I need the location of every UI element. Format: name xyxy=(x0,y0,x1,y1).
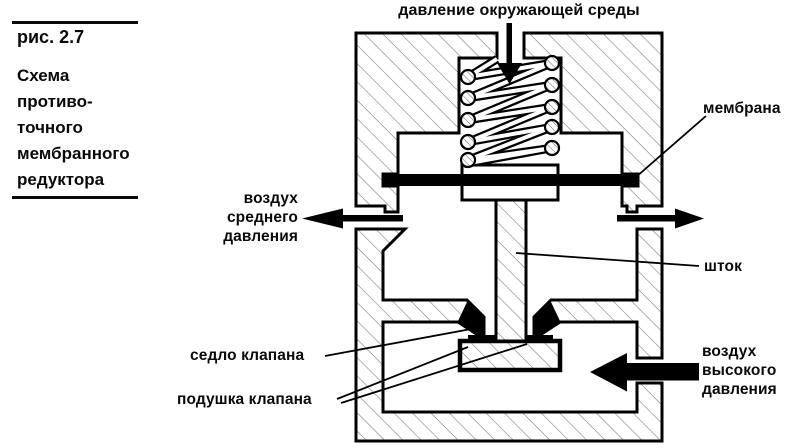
stem-rod xyxy=(494,196,528,343)
valve-pad-right xyxy=(526,335,553,343)
medium-pressure-air-label: воздух среднего давления xyxy=(223,190,298,245)
stem-label: шток xyxy=(704,258,742,275)
housing-lower-right xyxy=(532,227,664,360)
ambient-pressure-arrow xyxy=(497,23,522,84)
valve-pad-leader-line-right xyxy=(340,343,528,404)
high-pressure-air-label: воздух высокого давления xyxy=(702,343,777,398)
figure-caption: Схема противо- точного мембранного редук… xyxy=(17,63,130,193)
caption-line: противо- xyxy=(17,92,93,111)
valve-seat-right xyxy=(534,302,560,339)
membrane-bar xyxy=(383,174,638,186)
ambient-pressure-label: давление окружающей среды xyxy=(398,2,640,19)
valve-seat-left xyxy=(458,302,484,339)
valve-pad-label: подушка клапана xyxy=(177,391,312,408)
valve-plate xyxy=(457,338,563,373)
stem-leader-line xyxy=(515,252,700,267)
caption-line: Схема xyxy=(17,66,70,85)
valve-pad-left xyxy=(468,335,496,343)
membrane-leader-line xyxy=(635,115,707,178)
membrane-label: мембрана xyxy=(703,100,781,117)
figure-rule-top xyxy=(12,21,138,24)
valve-pad-leader-line-left xyxy=(336,346,469,400)
valve-seat-leader-line xyxy=(324,326,483,357)
figure-number: рис. 2.7 xyxy=(17,27,85,47)
caption-line: точного xyxy=(17,118,83,137)
medium-pressure-arrow-right xyxy=(617,208,704,229)
medium-pressure-arrow-left xyxy=(302,208,403,229)
caption-line: редуктора xyxy=(17,170,105,189)
valve-seat-label: седло клапана xyxy=(190,347,305,364)
housing-lower-left-bottom xyxy=(354,227,664,443)
figure-rule-bottom xyxy=(12,196,138,199)
high-pressure-arrow xyxy=(590,353,699,392)
caption-line: мембранного xyxy=(17,144,130,163)
spring xyxy=(459,54,561,169)
